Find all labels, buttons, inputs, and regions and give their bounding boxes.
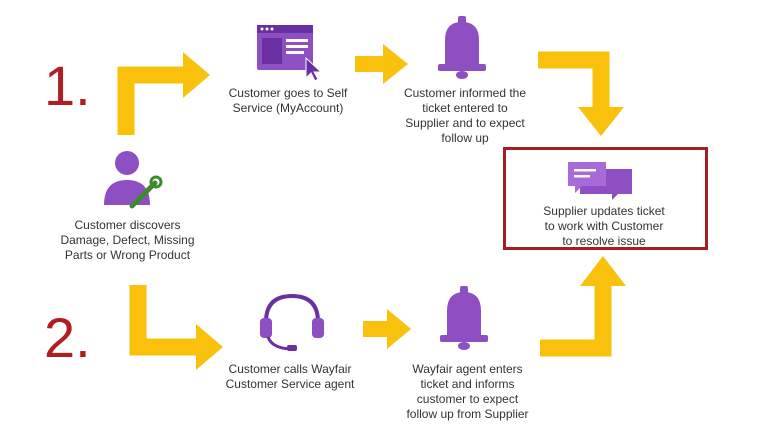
path-number-1: 1. bbox=[44, 54, 91, 117]
arrowhead-selfservice bbox=[183, 52, 210, 98]
step-self-service-label: Customer goes to Self Service (MyAccount… bbox=[228, 86, 348, 115]
arrow-informed-to-supplier bbox=[538, 51, 610, 110]
arrow-calls-to-agent-shaft bbox=[363, 321, 389, 337]
arrows bbox=[117, 51, 612, 357]
step-calls-label: Customer calls Wayfair Customer Service … bbox=[225, 362, 355, 391]
arrowheads bbox=[183, 44, 626, 370]
bell-icon bbox=[438, 16, 486, 79]
arrow-selfservice-to-informed-shaft bbox=[355, 56, 385, 72]
arrowhead-supplier-bottom bbox=[580, 256, 626, 286]
headset-icon bbox=[260, 293, 324, 351]
step-supplier-label: Supplier updates ticket to work with Cus… bbox=[543, 204, 665, 248]
step-start-label: Customer discovers Damage, Defect, Missi… bbox=[60, 218, 195, 262]
path-number-2: 2. bbox=[44, 306, 91, 369]
arrow-start-to-selfservice bbox=[117, 66, 185, 135]
person-wrench-icon bbox=[104, 151, 163, 209]
arrow-start-to-calls bbox=[129, 285, 198, 356]
arrowhead-calls-to-agent bbox=[387, 309, 411, 349]
bell-icon-agent bbox=[440, 286, 488, 350]
supplier-highlight-box bbox=[503, 147, 708, 250]
step-informed-label: Customer informed the ticket entered to … bbox=[403, 86, 527, 145]
arrow-agent-to-supplier bbox=[540, 283, 612, 357]
step-agent-label: Wayfair agent enters ticket and informs … bbox=[406, 362, 529, 421]
arrowhead-calls bbox=[196, 324, 223, 370]
chat-bubbles-icon bbox=[568, 162, 632, 200]
browser-window-icon bbox=[257, 25, 323, 82]
arrowhead-selfservice-to-informed bbox=[383, 44, 408, 84]
arrowhead-supplier-top bbox=[578, 107, 624, 136]
